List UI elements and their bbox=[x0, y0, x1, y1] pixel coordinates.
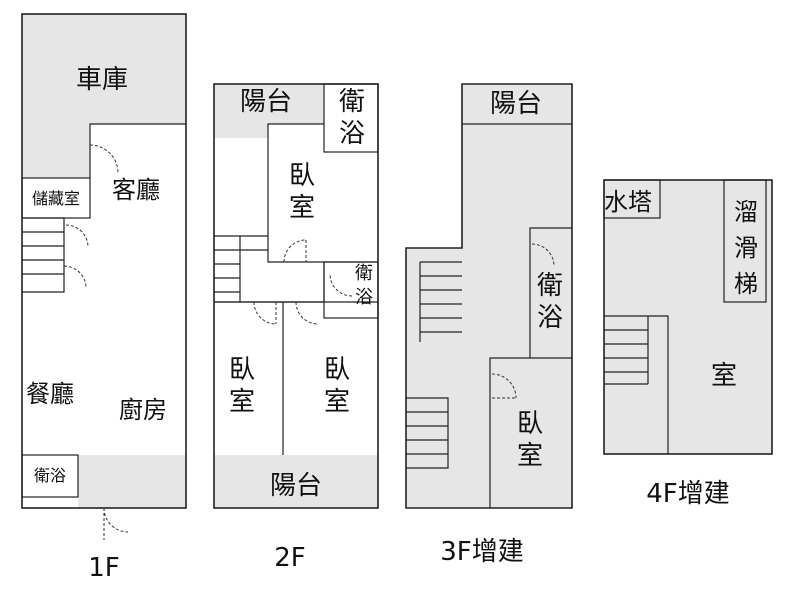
bedroom-3f-wall bbox=[489, 357, 572, 508]
label-3f-bed-1: 臥 bbox=[517, 409, 543, 439]
label-living: 客廳 bbox=[112, 176, 160, 204]
slide-box bbox=[723, 179, 767, 303]
door-1f-storage bbox=[65, 224, 89, 248]
floor-3f: 陽台 衛 浴 臥 室 3F增建 bbox=[405, 83, 573, 567]
garage-area bbox=[22, 14, 186, 178]
bathroom-2f-top bbox=[323, 83, 379, 153]
stairs-4f bbox=[604, 315, 669, 454]
door-2f-bedroom-top bbox=[283, 239, 307, 263]
label-2f-balcony-top: 陽台 bbox=[240, 87, 292, 117]
floor-title-4f: 4F增建 bbox=[646, 479, 730, 509]
label-2f-bath-mid-1: 衛 bbox=[355, 263, 373, 284]
floor-1f: 車庫 客廳 儲藏室 餐廳 廚房 衛浴 1F bbox=[21, 13, 187, 583]
door-1f-living bbox=[89, 144, 119, 174]
door-2f-bath-mid bbox=[329, 273, 353, 297]
floor-title-2f: 2F bbox=[274, 543, 306, 573]
floor-2f: 陽台 衛 浴 臥 室 衛 浴 臥 室 臥 室 陽台 2F bbox=[213, 83, 379, 573]
stairs-3f-lower bbox=[406, 397, 449, 469]
kitchen-lower-shade bbox=[78, 455, 186, 508]
door-1f-entry bbox=[103, 507, 129, 540]
balcony-2f-bottom-shade bbox=[214, 455, 378, 508]
floor-title-1f: 1F bbox=[88, 553, 120, 583]
label-2f-bath-top-1: 衛 bbox=[339, 87, 365, 117]
stairs-3f-upper bbox=[419, 261, 462, 342]
stairs-1f bbox=[22, 217, 65, 293]
stairs-2f bbox=[214, 235, 324, 303]
door-3f-bedroom bbox=[491, 373, 517, 399]
balcony-2f-top-shade bbox=[214, 84, 324, 138]
garage-wall bbox=[89, 123, 186, 178]
label-4f-room: 室 bbox=[711, 361, 737, 391]
label-4f-slide-3: 梯 bbox=[734, 270, 758, 298]
floor-title-3f: 3F增建 bbox=[440, 537, 524, 567]
label-3f-bath-2: 浴 bbox=[537, 303, 563, 333]
bathroom-1f bbox=[21, 454, 79, 498]
label-2f-bed-c-1: 臥 bbox=[324, 355, 350, 385]
label-2f-balcony-bottom: 陽台 bbox=[270, 471, 322, 501]
label-2f-bed-a-2: 室 bbox=[289, 193, 315, 223]
bathroom-3f-wall bbox=[529, 227, 572, 358]
label-2f-bed-b-1: 臥 bbox=[229, 355, 255, 385]
door-3f-bath bbox=[531, 243, 555, 267]
floor-3f-outline bbox=[405, 83, 573, 509]
door-1f-stairs bbox=[63, 265, 87, 289]
door-2f-bed-left bbox=[253, 301, 277, 325]
label-garage: 車庫 bbox=[76, 65, 128, 95]
bedroom-2f-top-wall bbox=[267, 123, 378, 263]
label-bath-1f: 衛浴 bbox=[34, 466, 66, 485]
label-kitchen: 廚房 bbox=[119, 396, 167, 424]
label-2f-bath-top-2: 浴 bbox=[339, 119, 365, 149]
label-3f-balcony: 陽台 bbox=[490, 89, 542, 119]
label-storage: 儲藏室 bbox=[32, 189, 80, 208]
label-2f-bed-b-2: 室 bbox=[229, 387, 255, 417]
label-3f-bath-1: 衛 bbox=[537, 271, 563, 301]
floor-4f-shade bbox=[604, 180, 772, 454]
water-tower-box bbox=[603, 179, 661, 219]
label-2f-bed-a-1: 臥 bbox=[289, 161, 315, 191]
label-4f-water-tower: 水塔 bbox=[604, 188, 652, 216]
label-4f-slide-2: 滑 bbox=[734, 234, 758, 262]
floor-4f-outline bbox=[603, 179, 773, 455]
label-dining: 餐廳 bbox=[26, 380, 74, 408]
label-4f-slide-1: 溜 bbox=[734, 198, 758, 226]
floor-4f: 水塔 溜 滑 梯 室 4F增建 bbox=[603, 179, 773, 509]
label-2f-bath-mid-2: 浴 bbox=[355, 287, 373, 308]
label-3f-bed-2: 室 bbox=[517, 441, 543, 471]
door-2f-bed-right bbox=[295, 301, 319, 325]
label-2f-bed-c-2: 室 bbox=[324, 387, 350, 417]
